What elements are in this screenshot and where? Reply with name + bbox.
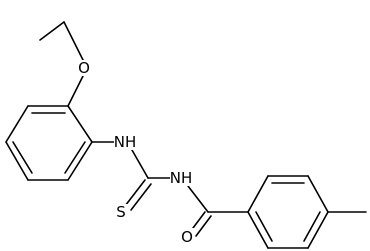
tolyl-ring-right [247,175,367,249]
label-bg-s [114,204,128,220]
label-bg-nh-acyl [170,170,192,186]
bond-o-aryl [67,73,85,107]
label-bg-o-ether [77,60,92,76]
atom-nh-aryl: NH [114,133,137,151]
bond-c-thio-s-a [124,179,146,207]
bond-nh-c-carbonyl [187,185,209,213]
ring-left-bond-1 [67,105,93,143]
atom-o-carbonyl: O [181,228,193,246]
label-bg-nh-aryl [114,134,136,150]
label-bg-o-carbonyl [180,228,195,244]
ring-right-bond-6 [247,211,269,249]
ring-left-double-3 [64,141,86,174]
carbonyl-group [189,211,249,237]
bond-c-thio-s-b [130,183,152,211]
bond-c-o-b [195,215,212,237]
ring-right-double-2 [303,211,321,242]
bond-ethyl-ch3-ch2 [39,21,65,41]
ethoxy-group [39,21,85,107]
ring-right-double-3 [255,211,273,242]
atom-o-ether: O [78,59,90,77]
ring-right-bond-4 [307,211,329,249]
bond-nh-c-thio [131,149,149,179]
ring-left-bond-2 [67,141,93,181]
atom-nh-acyl: NH [170,169,193,187]
ring-left-bond-5 [5,105,29,143]
ring-right-bond-1 [247,175,269,213]
ring-right-bond-3 [307,175,329,213]
phenyl-ring-left [5,105,93,181]
ring-left-double-2 [12,141,33,174]
atom-labels: O NH S NH O [77,59,195,246]
thiourea-linker [91,141,209,213]
ring-left-bond-4 [5,141,29,181]
atom-s-thio: S [116,203,126,221]
bond-ethyl-ch2-o [63,21,85,63]
